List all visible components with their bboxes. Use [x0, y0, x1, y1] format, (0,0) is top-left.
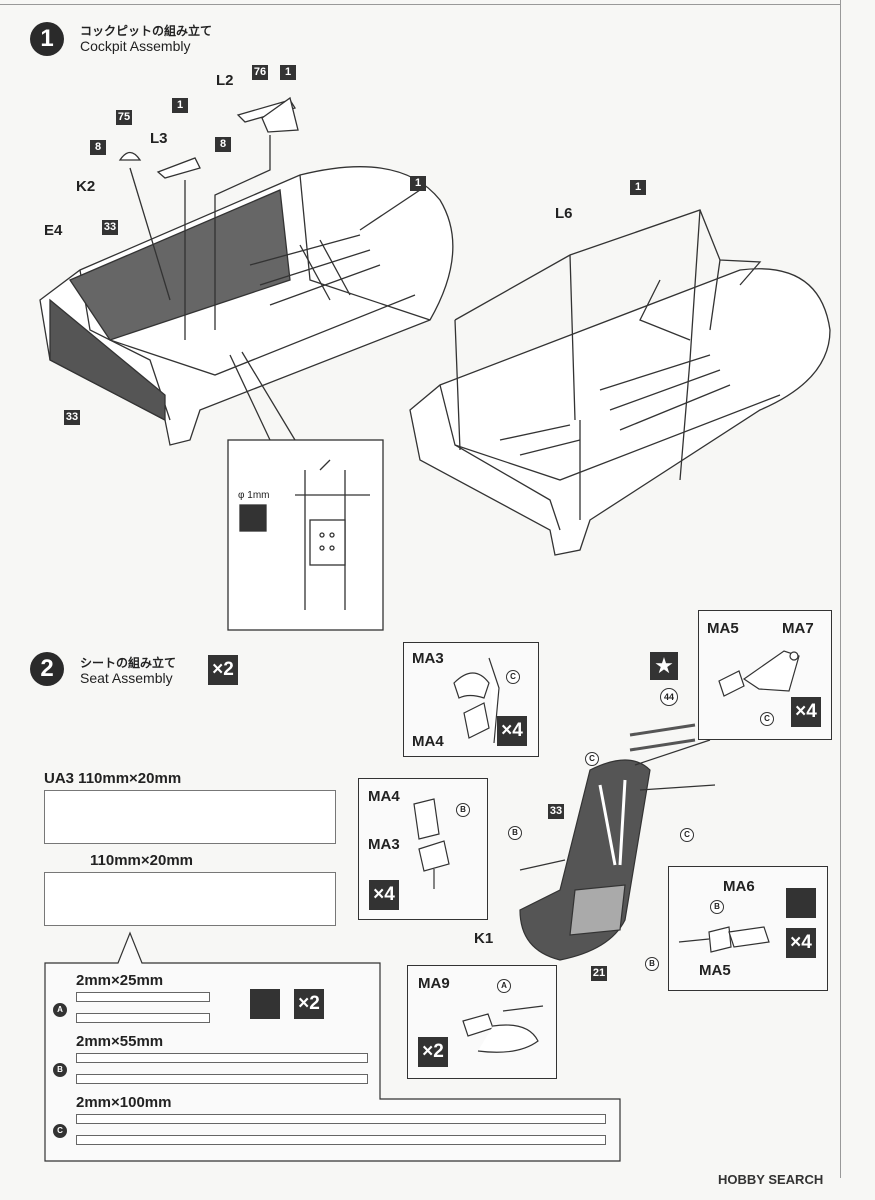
panel-e-mark: A: [497, 979, 511, 993]
strip-c-mark: C: [53, 1124, 67, 1138]
strip-a-qty: ×2: [294, 989, 324, 1019]
seat-mark-44: 44: [660, 688, 678, 706]
seat-mark-c-2: C: [680, 828, 694, 842]
strip-c-2: [76, 1135, 606, 1145]
drill-label: φ 1mm: [238, 490, 270, 501]
panel-a-mark: C: [506, 670, 520, 684]
seat-badge-21: 21: [591, 966, 607, 981]
part-label-l3: L3: [150, 130, 168, 147]
panel-a-label-bottom: MA4: [412, 733, 444, 750]
panel-b-qty: ×4: [791, 697, 821, 727]
panel-c-label-top: MA4: [368, 788, 400, 805]
strip-a-mark: A: [53, 1003, 67, 1017]
panel-c-mark: B: [456, 803, 470, 817]
paint-icon: [250, 989, 280, 1019]
tape-2-label: 110mm×20mm: [90, 852, 193, 869]
panel-b-label-top: MA5: [707, 620, 739, 637]
step-2-qty: ×2: [208, 655, 238, 685]
strip-a-dim: 2mm×25mm: [76, 972, 164, 989]
watermark: HOBBY SEARCH: [718, 1172, 824, 1187]
badge-76: 76: [252, 65, 268, 80]
badge-1-c: 1: [410, 176, 426, 191]
panel-d-label-top: MA6: [723, 878, 755, 895]
badge-1-b: 1: [172, 98, 188, 113]
strip-b-1: [76, 1053, 368, 1063]
seat-mark-b-2: B: [645, 957, 659, 971]
strip-box-outline: [44, 931, 621, 1162]
badge-8-b: 8: [215, 137, 231, 152]
panel-ma3-ma4-drawing: [453, 657, 500, 744]
strip-c-1: [76, 1114, 606, 1124]
panel-ma6-ma5-drawing: [678, 926, 770, 953]
part-label-l2: L2: [216, 72, 234, 89]
hazard-icon: [786, 888, 816, 918]
page-frame-top: [0, 0, 840, 5]
seat-badge-33: 33: [548, 804, 564, 819]
panel-e-qty: ×2: [418, 1037, 448, 1067]
panel-b-mark: C: [760, 712, 774, 726]
step-1-title-jp: コックピットの組み立て: [80, 24, 213, 38]
tape-2-template: [44, 872, 336, 926]
tape-ua3-template: [44, 790, 336, 844]
seat-label-k1: K1: [474, 930, 494, 947]
step-2-title-jp: シートの組み立て: [80, 656, 177, 670]
strip-c-dim: 2mm×100mm: [76, 1094, 172, 1111]
panel-c-qty: ×4: [369, 880, 399, 910]
step-1-number: 1: [30, 22, 64, 56]
panel-b-label-right: MA7: [782, 620, 814, 637]
strip-a-2: [76, 1013, 210, 1023]
badge-1-d: 1: [630, 180, 646, 195]
tape-ua3-label: UA3 110mm×20mm: [44, 770, 182, 787]
star-icon: ★: [650, 652, 678, 680]
step-2-number: 2: [30, 652, 64, 686]
panel-ma9: [407, 965, 557, 1079]
panel-ma5-ma7-drawing: [718, 650, 800, 697]
part-label-k2: K2: [76, 178, 96, 195]
strip-b-2: [76, 1074, 368, 1084]
panel-d-mark: B: [710, 900, 724, 914]
seat-mark-b-1: B: [508, 826, 522, 840]
step-2-title-en: Seat Assembly: [80, 670, 173, 686]
panel-a-label-top: MA3: [412, 650, 444, 667]
badge-75: 75: [116, 110, 132, 125]
badge-33-a: 33: [102, 220, 118, 235]
strip-b-mark: B: [53, 1063, 67, 1077]
seat-mark-c-1: C: [585, 752, 599, 766]
part-label-e4: E4: [44, 222, 63, 239]
panel-c-label-mid: MA3: [368, 836, 400, 853]
badge-8-a: 8: [90, 140, 106, 155]
strip-b-dim: 2mm×55mm: [76, 1033, 164, 1050]
strip-a-1: [76, 992, 210, 1002]
part-label-l6: L6: [555, 205, 573, 222]
page-frame-right: [840, 0, 841, 1178]
cockpit-diagram: [39, 96, 831, 631]
panel-ma9-drawing: [462, 1005, 544, 1053]
panel-e-label-top: MA9: [418, 975, 450, 992]
panel-d-label-bottom: MA5: [699, 962, 731, 979]
panel-ma4-ma3-drawing: [413, 798, 450, 889]
badge-33-b: 33: [64, 410, 80, 425]
step-1-title-en: Cockpit Assembly: [80, 38, 191, 54]
panel-a-qty: ×4: [497, 716, 527, 746]
badge-1-a: 1: [280, 65, 296, 80]
seat-diagram: [519, 723, 716, 961]
panel-d-qty: ×4: [786, 928, 816, 958]
